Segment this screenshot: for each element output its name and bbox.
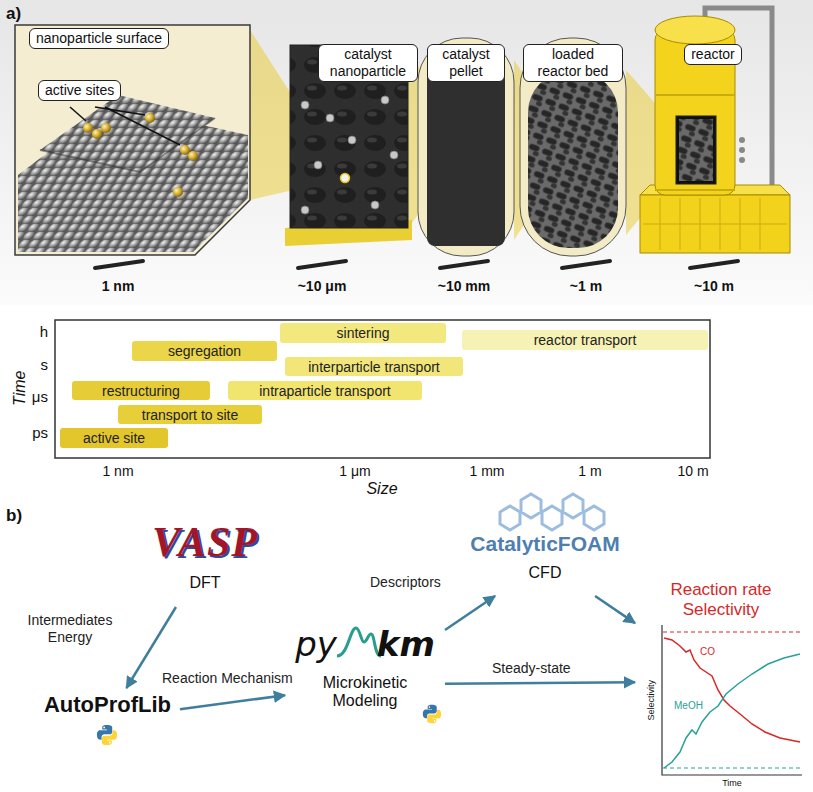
software-node: pykmMicrokinetic Modeling (285, 622, 445, 747)
label-text: b) (6, 506, 22, 526)
bar-label: active site (83, 430, 145, 446)
label-text: Time (722, 778, 742, 788)
label-text: 1 m (578, 463, 601, 479)
bar-label: segregation (168, 343, 241, 359)
label-text: 1 nm (102, 463, 133, 479)
timescale-bar: segregation (132, 341, 277, 361)
label-text: 1 mm (470, 463, 505, 479)
node-text: catalyst nanoparticle (325, 46, 411, 80)
label-text: MeOH (674, 700, 703, 712)
result-node: Reaction rate Selectivity (635, 578, 807, 785)
software-node: AutoProfLib (35, 688, 180, 750)
node-text: Microkinetic Modeling (309, 674, 421, 711)
node-text: py (295, 624, 337, 664)
bar-label: interparticle transport (308, 359, 440, 375)
callout-label: active sites (38, 80, 121, 101)
label-text: ~1 m (570, 278, 602, 294)
callout-label: reactor (684, 44, 742, 65)
node-text: reactor (691, 46, 735, 63)
label-text: h (40, 323, 48, 340)
bar-label: restructuring (102, 383, 180, 399)
node-text: CFD (470, 564, 620, 582)
bar-label: transport to site (142, 407, 239, 423)
node-text: AutoProfLib (35, 692, 180, 718)
edge-label: Intermediates Energy (18, 612, 122, 646)
software-node: CatalyticFOAM CFD (470, 528, 620, 596)
timescale-bar: restructuring (72, 381, 210, 400)
label-text: 1 nm (102, 278, 135, 294)
edge-label: Steady-state (490, 660, 573, 677)
node-text: CatalyticFOAM (470, 532, 620, 556)
timescale-bar: transport to site (118, 405, 262, 424)
flow-arrow (445, 596, 495, 630)
callout-label: loaded reactor bed (523, 44, 623, 82)
flow-arrow (180, 695, 285, 709)
edge-label: Reaction Mechanism (160, 670, 295, 687)
bar-label: sintering (337, 325, 390, 341)
software-node: VASP DFT (140, 512, 270, 607)
timescale-bar: intraparticle transport (228, 381, 422, 400)
label-text: Size (366, 480, 397, 498)
callout-label: nanoparticle surface (29, 28, 169, 49)
timescale-bar: active site (60, 428, 168, 448)
label-text: CO (700, 646, 715, 658)
node-text: nanoparticle surface (36, 30, 162, 47)
node-text: catalyst pellet (434, 46, 498, 80)
timescale-bar: reactor transport (462, 330, 708, 350)
axis-title: Time (11, 370, 29, 405)
label-text: ~10 m (694, 278, 734, 294)
flow-arrow (595, 596, 635, 623)
label-text: ps (32, 424, 48, 441)
label-text: μs (32, 388, 48, 405)
callout-label: catalyst nanoparticle (318, 44, 418, 82)
node-text: DFT (140, 574, 270, 592)
node-text: VASP (140, 518, 270, 566)
timescale-bar: interparticle transport (285, 357, 463, 376)
label-text: 10 m (677, 463, 708, 479)
bar-label: intraparticle transport (259, 383, 391, 399)
node-text: loaded reactor bed (530, 46, 616, 80)
bar-label: reactor transport (534, 332, 637, 348)
node-text: active sites (45, 82, 114, 99)
node-text: Reaction rate Selectivity (646, 580, 796, 621)
node-text: km (377, 624, 435, 664)
label-text: 1 μm (339, 463, 370, 479)
edge-label: Descriptors (368, 574, 443, 591)
timescale-bar: sintering (280, 323, 446, 343)
label-text: ~10 μm (298, 278, 347, 294)
label-text: ~10 mm (438, 278, 491, 294)
label-text: s (41, 356, 49, 373)
flow-arrow (445, 682, 635, 684)
callout-label: catalyst pellet (427, 44, 505, 82)
label-text: a) (6, 4, 21, 24)
axis-title: Selectivity (646, 680, 656, 721)
